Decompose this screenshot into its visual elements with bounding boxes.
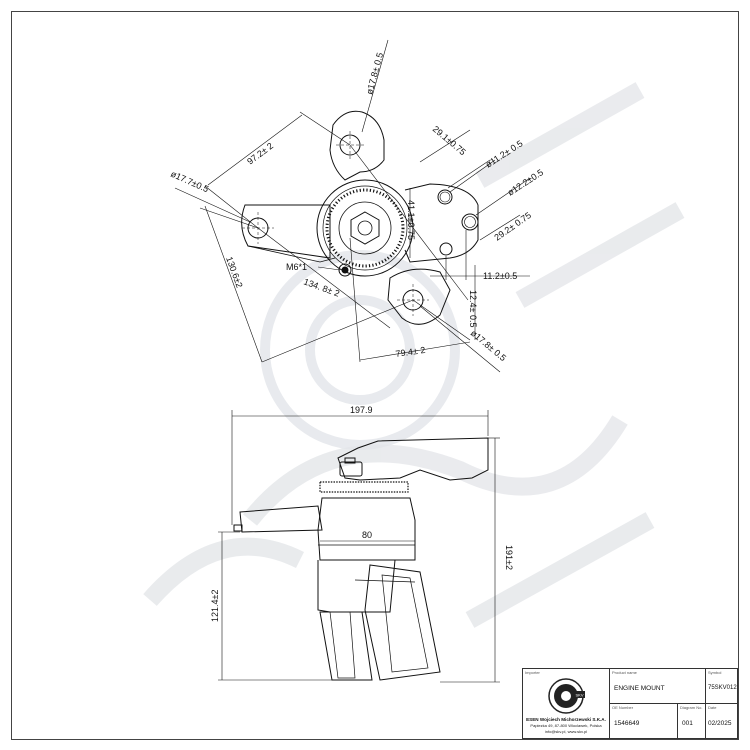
dim-97-2: 97.2± 2	[245, 141, 275, 167]
importer-caption: Importer	[525, 670, 540, 675]
oe-number-cell: OE Number 1546649	[609, 703, 677, 739]
diagram-number-cell: Diagram No. 001	[677, 703, 705, 739]
dim-41-1: 41.1±0.75	[406, 200, 416, 240]
oe-caption: OE Number	[612, 705, 634, 710]
side-top-plate	[337, 437, 489, 481]
dim-79-4: 79.4± 2	[395, 345, 426, 359]
left-arm-outline	[241, 204, 331, 259]
dim-130-6: 130.6±2	[224, 255, 245, 289]
top-view	[174, 39, 531, 373]
top-view-dimension-lines	[174, 39, 531, 373]
side-view-dimension-lines	[218, 410, 500, 683]
company-contact: info@skv.pl, www.skv.pl	[544, 729, 588, 734]
product-name: ENGINE MOUNT	[614, 685, 665, 692]
product-caption: Product name	[612, 670, 637, 675]
dim-29-1: 29.1±0.75	[431, 124, 468, 157]
side-rubber-band	[319, 481, 409, 493]
dim-left-ear-diameter: ø17.7±0.5	[169, 169, 210, 195]
bracket-hole-bottom	[439, 242, 453, 256]
company-name: ESEN Wojciech Michorzewski S.K.A.	[526, 717, 606, 722]
dim-lower-121-4: 121.4±2	[210, 590, 220, 622]
side-top-stud	[339, 461, 363, 477]
date-value: 02/2025	[708, 720, 732, 727]
svg-text:SKV: SKV	[575, 693, 583, 698]
dim-29-2: 29.2± 0.75	[492, 210, 533, 243]
company-logo: SKV	[548, 678, 585, 714]
diagram-number: 001	[682, 720, 693, 727]
right-bracket-outline	[404, 183, 479, 263]
importer-cell: Importer SKV ESEN Wojciech Michorzewski …	[523, 669, 609, 738]
company-address: Papiezka 49, 87-800 Wloclawek, Polska	[530, 723, 602, 728]
top-view-dimension-texts: ø17.8± 0.5 97.2± 2 ø17.7±0.5 130.6±2 M6*…	[169, 51, 545, 363]
symbol-value: 75SKV012	[708, 685, 737, 691]
bracket-hole-top	[437, 189, 453, 205]
side-view	[218, 410, 500, 683]
top-ear-outline	[329, 110, 385, 181]
bottom-ear-outline	[387, 268, 451, 325]
product-name-cell: Product name ENGINE MOUNT	[609, 668, 705, 703]
diagram-caption: Diagram No.	[680, 705, 703, 710]
dim-134-8: 134. 8± 2	[302, 276, 341, 298]
symbol-cell: Symbol 75SKV012	[705, 668, 738, 703]
side-lower-leg	[319, 611, 373, 681]
top-ear-hole	[339, 134, 361, 156]
side-lower-bracket	[364, 564, 441, 681]
side-view-dimension-texts: 197.9 80 191±2 121.4±2	[210, 405, 514, 622]
dim-12-4: 12.4± 0.5	[468, 290, 478, 327]
dim-bottom-ear-diameter: ø17.8± 0.5	[469, 328, 508, 363]
drawing-sheet	[11, 11, 739, 740]
dim-width-197-9: 197.9	[350, 405, 373, 415]
date-caption: Date	[708, 705, 717, 710]
oe-number: 1546649	[614, 720, 640, 727]
date-cell: Date 02/2025	[705, 703, 738, 739]
central-housing	[316, 179, 414, 277]
central-hex-nut	[350, 211, 380, 245]
dim-top-ear-diameter: ø17.8± 0.5	[364, 51, 385, 95]
dim-inner-80: 80	[362, 530, 372, 540]
dim-height-191: 191±2	[504, 545, 514, 570]
bracket-hole-right	[461, 213, 479, 231]
watermark-gear	[260, 250, 460, 450]
symbol-caption: Symbol	[708, 670, 722, 675]
dim-11-2: 11.2±0.5	[483, 271, 517, 281]
title-block: Importer SKV ESEN Wojciech Michorzewski …	[522, 668, 738, 739]
side-body	[317, 497, 416, 561]
watermark-logo	[143, 82, 685, 628]
dim-bolt-m6: M6*1	[286, 262, 307, 272]
